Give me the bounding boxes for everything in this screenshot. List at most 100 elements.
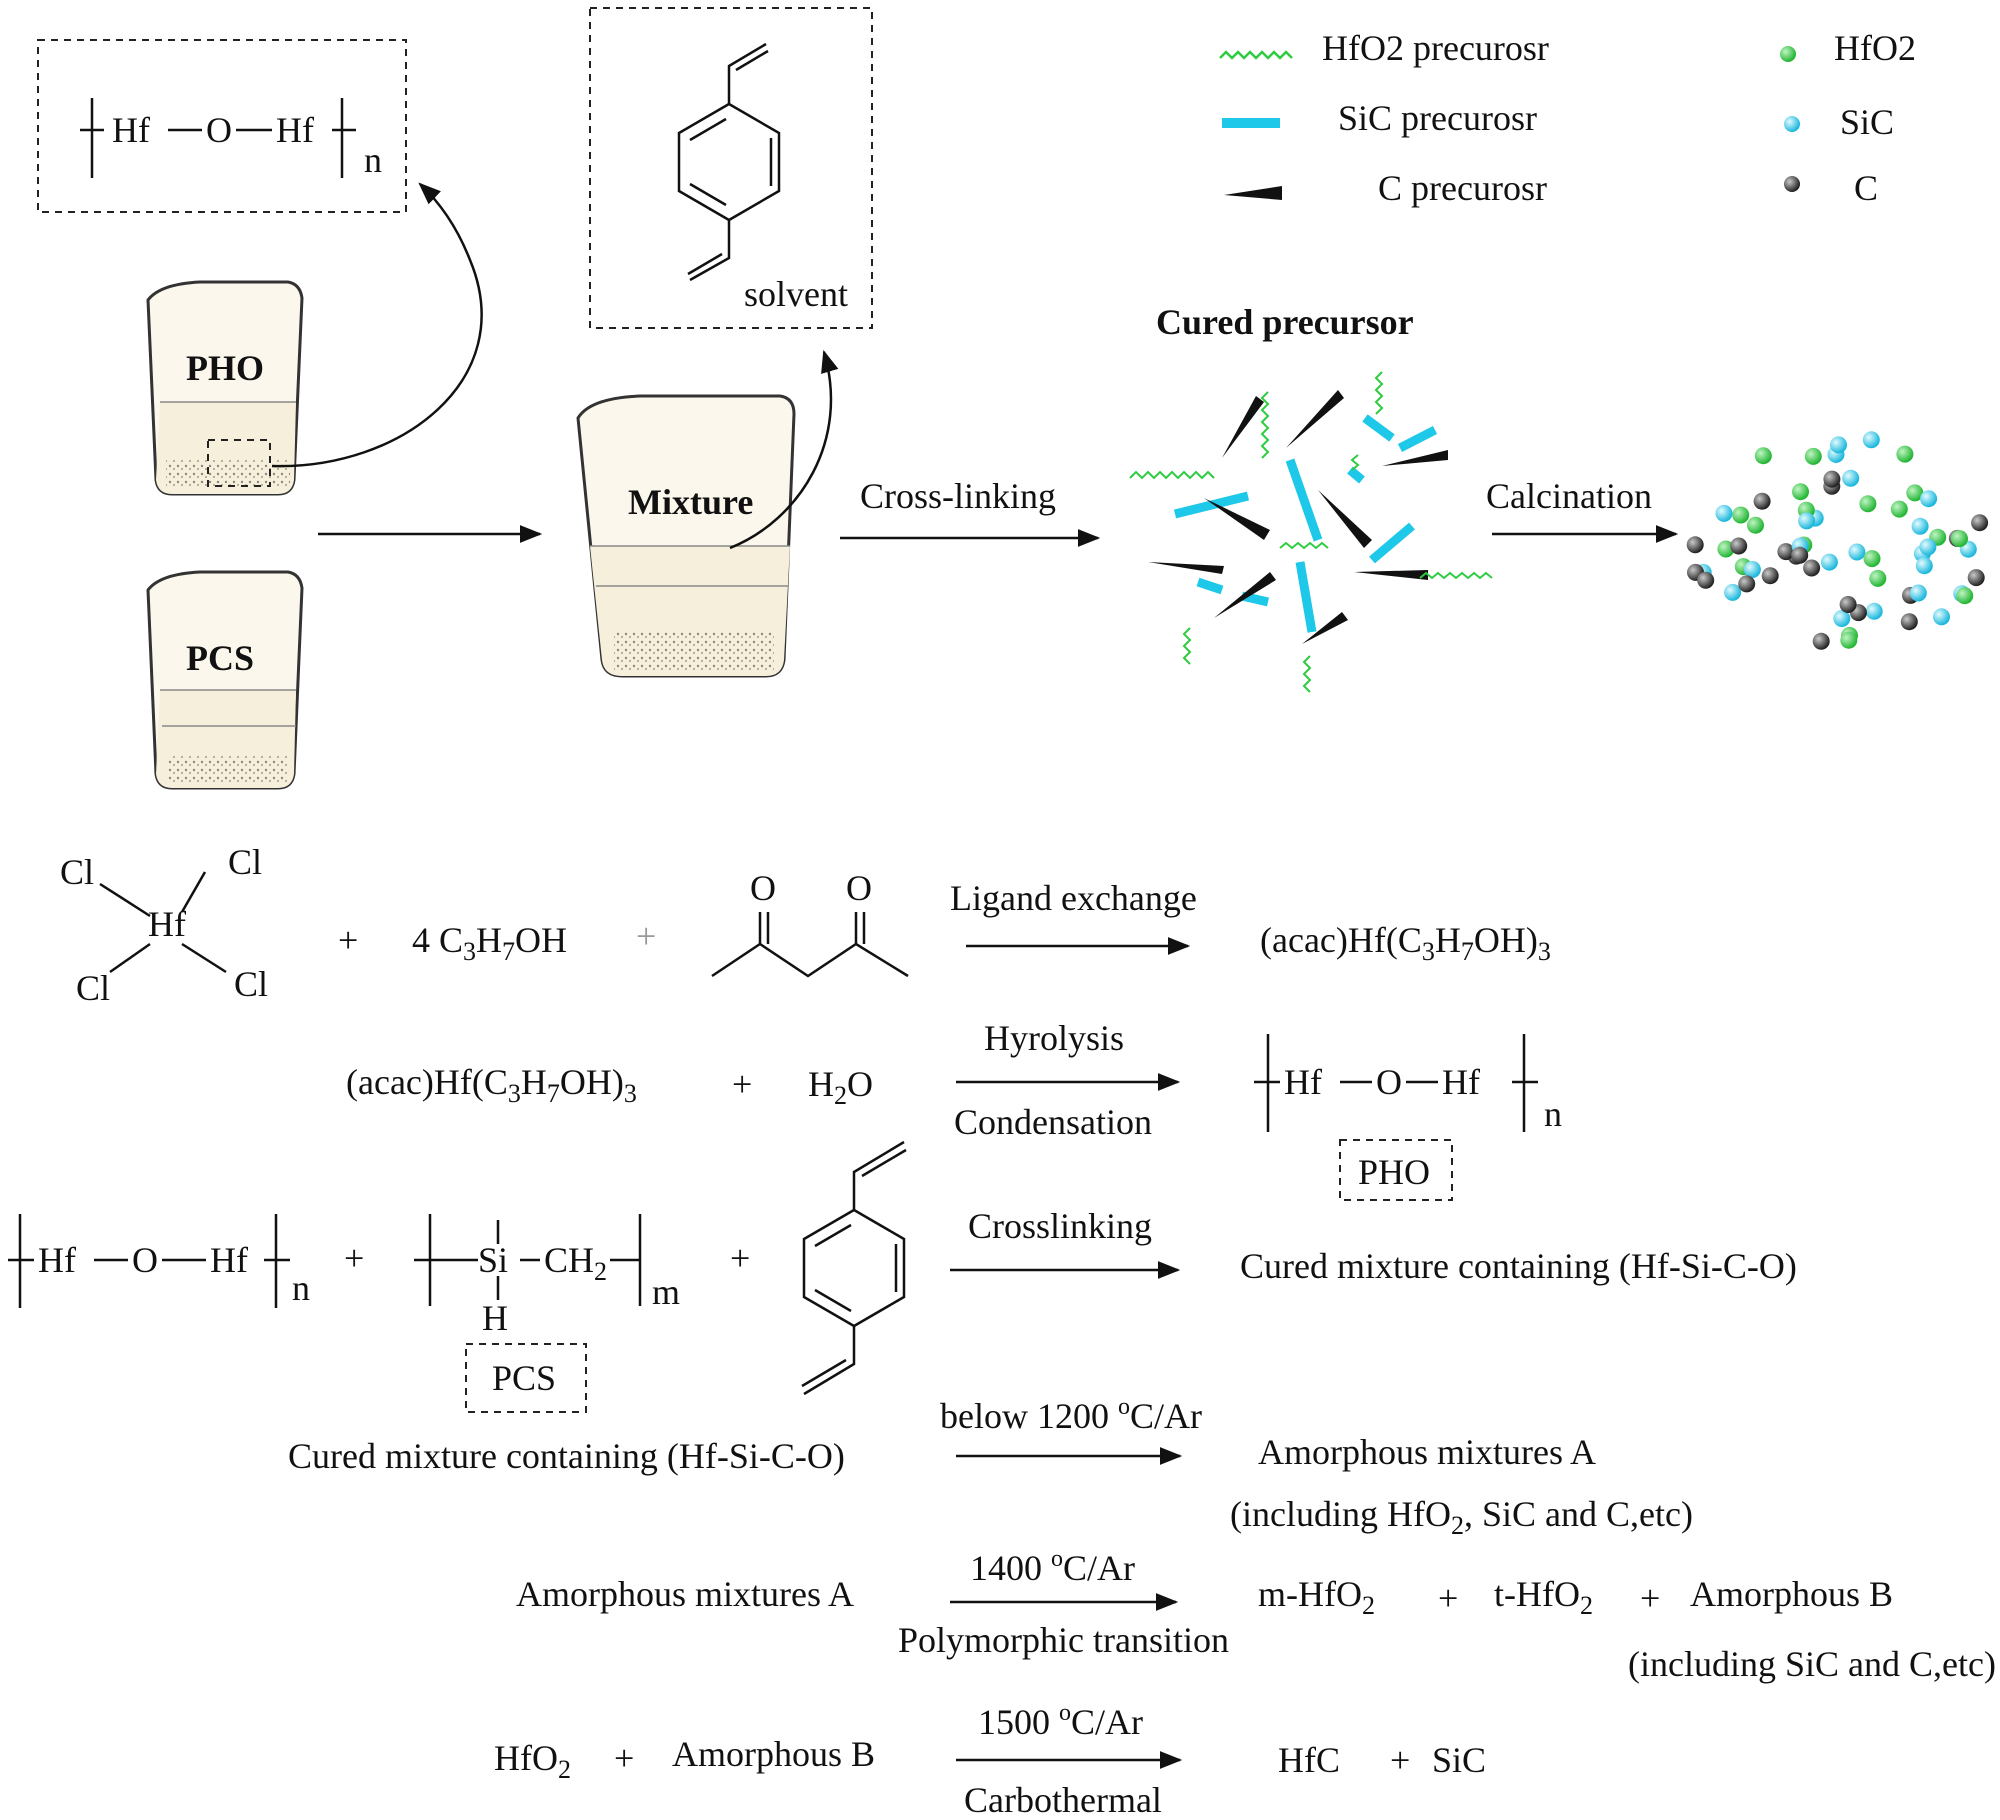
pcs-beaker: PCS — [146, 570, 304, 790]
pcs-reactant-label: PCS — [492, 1358, 556, 1398]
c-particle — [1839, 596, 1857, 613]
cl-atom-label: Cl — [234, 964, 268, 1004]
sic-particle — [1920, 490, 1938, 508]
1400-condition: 1400 oC/Ar — [970, 1546, 1135, 1588]
c-particle — [1738, 575, 1756, 593]
legend-c: C — [1854, 168, 1878, 208]
sic-particle — [1833, 610, 1851, 627]
sic-particle — [1798, 512, 1816, 530]
plus-sign: + — [1640, 1578, 1660, 1618]
sic-particle — [1933, 608, 1950, 626]
hf-atom-label: Hf — [112, 110, 150, 150]
reaction-1-ligand-exchange: Cl Cl Hf Cl Cl + 4 C3H7OH + O O Ligand e… — [60, 842, 1551, 1008]
c-particle — [1803, 559, 1821, 577]
amorphous-b-note: (including SiC and C,etc) — [1628, 1644, 1996, 1684]
hfo2-particle — [1804, 447, 1822, 465]
oxygen-atom-label: O — [1376, 1062, 1402, 1102]
hfo2-particle-legend-icon — [1780, 46, 1796, 62]
cured-precursor-network — [1129, 371, 1493, 693]
hf-center-label: Hf — [148, 904, 186, 944]
c-particle — [1823, 470, 1841, 488]
water-reactant: H2O — [808, 1064, 873, 1110]
c-particle — [1812, 632, 1830, 650]
sic-precursor-legend-icon — [1222, 118, 1280, 128]
divinylbenzene-solvent-structure: solvent — [589, 7, 873, 329]
hfo2-particle — [1859, 495, 1877, 513]
reaction-2-hydrolysis: (acac)Hf(C3H7OH)3 + H2O Hyrolysis Conden… — [346, 1018, 1562, 1201]
plus-sign: + — [338, 920, 358, 960]
acac-hf-reactant: (acac)Hf(C3H7OH)3 — [346, 1062, 637, 1108]
hfo2-precursor-legend-icon — [1219, 50, 1293, 60]
pcs-beaker-label: PCS — [186, 638, 254, 678]
mixture-beaker: Mixture — [576, 394, 796, 678]
condensation-condition: Condensation — [954, 1102, 1152, 1142]
sic-particle — [1743, 561, 1761, 578]
repeat-n-label: n — [1544, 1094, 1562, 1134]
hf-atom-label: Hf — [38, 1240, 76, 1280]
sic-particle — [1862, 431, 1880, 449]
c-particle-legend-icon — [1784, 176, 1800, 192]
hfc-product: HfC — [1278, 1740, 1340, 1780]
hfo2-particle — [1747, 516, 1764, 534]
amorphous-b-reactant: Amorphous B — [672, 1734, 875, 1774]
si-atom-label: Si — [478, 1240, 508, 1280]
solvent-structure-arrow — [729, 349, 839, 550]
c-particle — [1791, 546, 1809, 564]
c-particle — [1967, 569, 1985, 587]
sic-particle — [1842, 469, 1860, 487]
sic-particle — [1715, 504, 1733, 522]
amorphous-a-note: (including HfO2, SiC and C,etc) — [1230, 1494, 1693, 1540]
plus-sign: + — [1438, 1578, 1458, 1618]
carbonyl-oxygen-label: O — [750, 868, 776, 908]
below-1200-condition: below 1200 oC/Ar — [940, 1394, 1202, 1436]
c-precursor-legend-icon — [1224, 186, 1282, 200]
c-particle — [1697, 571, 1715, 589]
sic-particle — [1909, 584, 1927, 602]
reaction-4-pyrolysis: Cured mixture containing (Hf-Si-C-O) bel… — [288, 1394, 1693, 1540]
crosslinking-condition: Crosslinking — [968, 1206, 1152, 1246]
legend-hfo2: HfO2 — [1834, 28, 1916, 68]
hf-atom-label: Hf — [276, 110, 314, 150]
c-particle — [1686, 536, 1704, 554]
t-hfo2-product: t-HfO2 — [1494, 1574, 1593, 1620]
pho-product-label: PHO — [1358, 1152, 1430, 1192]
1500-condition: 1500 oC/Ar — [978, 1700, 1143, 1742]
hfo2-particle — [1717, 540, 1735, 558]
hfo2-particle — [1792, 483, 1809, 501]
plus-sign: + — [636, 916, 656, 956]
oxygen-atom-label: O — [206, 110, 232, 150]
hfo2-particle — [1732, 506, 1750, 524]
carbothermal-condition: Carbothermal — [964, 1780, 1162, 1820]
c-particle — [1777, 543, 1795, 561]
repeat-m-label: m — [652, 1272, 680, 1312]
cured-mixture-product: Cured mixture containing (Hf-Si-C-O) — [1240, 1246, 1797, 1286]
cl-atom-label: Cl — [228, 842, 262, 882]
sic-particle — [1911, 517, 1929, 535]
ligand-exchange-condition: Ligand exchange — [950, 878, 1197, 918]
reaction-5-polymorphic: Amorphous mixtures A 1400 oC/Ar Polymorp… — [516, 1546, 1996, 1684]
hfo2-particle — [1906, 484, 1924, 502]
c-particle — [1971, 514, 1989, 532]
polymorphic-transition-condition: Polymorphic transition — [898, 1620, 1229, 1660]
pho-structure-arrow — [271, 182, 483, 468]
hfo2-particle — [1951, 530, 1968, 548]
sic-particle — [1848, 543, 1866, 561]
pho-beaker: PHO — [146, 280, 304, 496]
legend-sic-precursor: SiC precurosr — [1338, 98, 1537, 138]
reaction-3-crosslinking: Hf O Hf n + Si CH2 H m PCS + Crosslinkin… — [8, 1140, 1797, 1413]
hydrolysis-condition: Hyrolysis — [984, 1018, 1124, 1058]
plus-sign: + — [344, 1238, 364, 1278]
propanol-reactant: 4 C3H7OH — [412, 920, 567, 966]
legend-c-precursor: C precurosr — [1378, 168, 1547, 208]
hfo2-particle — [1869, 569, 1887, 587]
pho-beaker-label: PHO — [186, 348, 264, 388]
sic-particle — [1919, 538, 1937, 556]
amorphous-b-product: Amorphous B — [1690, 1574, 1893, 1614]
hfo2-particle — [1754, 447, 1772, 465]
carbonyl-oxygen-label: O — [846, 868, 872, 908]
hfo2-particle — [1890, 500, 1908, 518]
oxygen-atom-label: O — [132, 1240, 158, 1280]
sic-particle — [1830, 436, 1847, 454]
hfo2-particle — [1863, 550, 1881, 568]
